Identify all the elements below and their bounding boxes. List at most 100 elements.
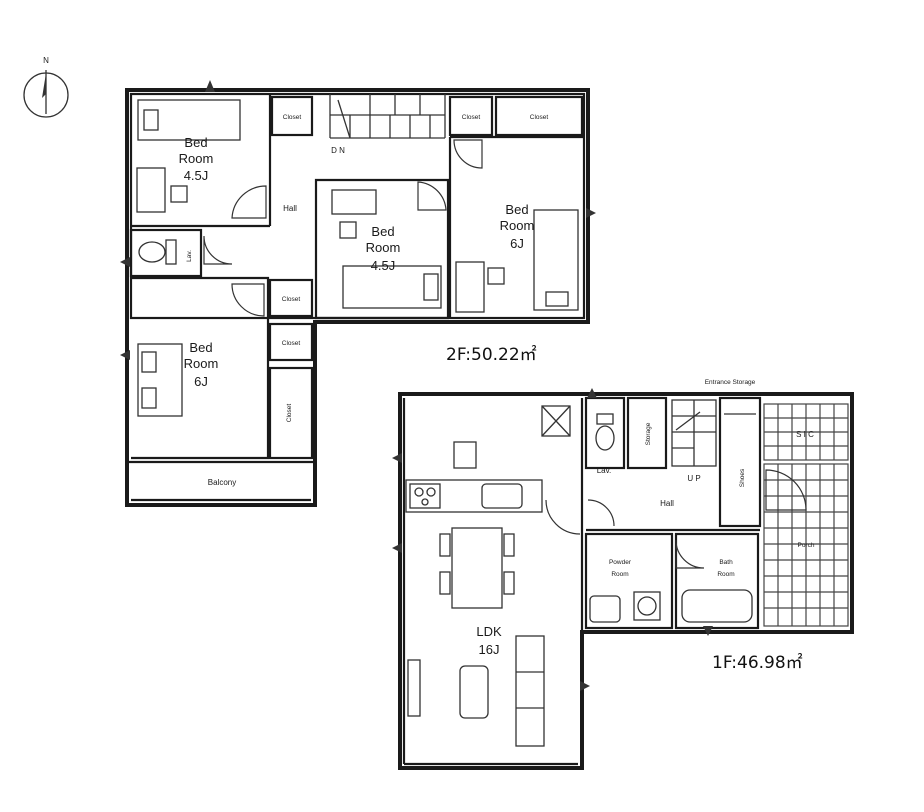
bedroom-sw-label-1: Bed [189,340,212,355]
stairs-up-label: U P [687,474,700,483]
chair-ne-icon [487,267,505,285]
closet-2f-7-label: Closet [286,404,293,423]
desk-ne-icon [455,261,485,313]
closet-2f-5 [268,278,314,318]
window-marker-icon [120,257,130,267]
bedroom-sw-label-3: 6J [194,374,208,389]
entrance-door-icon [765,469,807,511]
burner-icon [426,487,436,497]
bedroom-ne-label-3: 6J [510,236,524,251]
stairs-2f [329,94,446,139]
bedroom-ne-label-1: Bed [505,202,528,217]
bedroom-nw-label-1: Bed [184,135,207,150]
pillow-sw-b-icon [141,387,157,409]
toilet-tank-2f-icon [165,239,177,265]
storage-1f-walls [626,396,668,470]
window-marker-icon [586,208,596,218]
coffee-table-icon [459,665,489,719]
washbasin-icon [589,595,621,623]
floor-2-area-label: 2F:50.22㎡ [446,345,537,365]
chair-icon [439,571,451,595]
bedroom-sw-walls [131,276,270,460]
compass: N [23,56,69,118]
closet-2f-4-label: Closet [530,114,549,121]
fridge-icon [453,441,477,469]
window-marker-icon [392,543,402,553]
bed-center-icon [342,265,442,309]
toilet-tank-1f-icon [596,413,614,425]
closet-2f-1-label: Closet [283,114,302,121]
door-bed-center-icon [417,181,447,211]
window-marker-icon [392,453,402,463]
hall-1f-label: Hall [660,499,674,508]
storage-1f-label: Storage [645,422,652,445]
washer-icon [633,591,661,621]
bed-nw-icon [137,99,241,141]
lav-2f-walls [129,228,203,278]
bedroom-center-label-2: Room [366,240,401,255]
tv-stand-icon [407,659,421,717]
bedroom-center-label-3: 4.5J [371,258,396,273]
door-lav-2f-icon [203,235,233,265]
closet-2f-1 [270,95,314,137]
floor-1-plan: LDK 16J Entrance Storage Storage Shoes S… [392,379,854,770]
floor-1-area-label: 1F:46.98㎡ [712,653,803,673]
lav-1f-walls [584,396,626,470]
closet-2f-3 [448,95,494,137]
bedroom-sw-label-2: Room [184,356,219,371]
stove-icon [409,483,441,509]
pantry-unit-icon [541,405,571,437]
floor-1-outer-wall [398,392,854,770]
entrance-storage-label: Entrance Storage [705,379,756,386]
closet-2f-3-label: Closet [462,114,481,121]
door-ldk-icon [545,499,581,535]
stairs-down-label: D N [331,146,345,155]
washer-drum-icon [637,596,657,616]
bath-room-label-2: Room [717,571,734,578]
bed-ne-icon [533,209,579,311]
porch-label: Porch [798,542,815,549]
chair-icon [439,533,451,557]
shoes-label: Shoes [739,468,746,487]
door-bed-nw-icon [231,185,267,219]
ldk-label-2: 16J [479,642,500,657]
chair-nw-icon [170,185,188,203]
door-hall-icon [587,499,615,527]
lav-1f-label: Lav. [597,466,612,475]
bed-sw-icon [137,343,183,417]
bedroom-nw-label-2: Room [179,151,214,166]
compass-north-label: N [43,56,49,65]
pillow-sw-a-icon [141,351,157,373]
bedroom-nw-label-3: 4.5J [184,168,209,183]
window-marker-icon [120,350,130,360]
sic-tile-grid [764,404,848,460]
stairs-1f [671,399,717,467]
door-bed-ne-icon [453,139,483,169]
window-marker-icon [703,626,713,636]
burner-icon [421,498,429,506]
bathtub-icon [681,589,753,623]
closet-2f-5-label: Closet [282,296,301,303]
sofa-icon [515,635,545,747]
sic-label: S I C [796,430,814,439]
sink-icon [481,483,523,509]
floor-2-outer-wall [125,88,590,507]
chair-center-icon [339,221,357,239]
closet-2f-7 [268,366,314,460]
powder-room-walls [584,532,674,630]
door-bed-sw-icon [231,283,265,317]
window-marker-icon [580,681,590,691]
porch-tile-grid [764,464,848,626]
dining-table-icon [451,527,503,609]
desk-center-icon [331,189,377,215]
toilet-2f-icon [138,241,166,263]
pillow-center-icon [423,273,439,301]
toilet-1f-icon [595,425,615,451]
compass-arrow-icon [42,73,46,98]
window-marker-icon [587,388,597,398]
chair-icon [503,533,515,557]
closet-2f-6 [268,322,314,362]
chair-icon [503,571,515,595]
shoes-storage-walls [718,396,762,528]
